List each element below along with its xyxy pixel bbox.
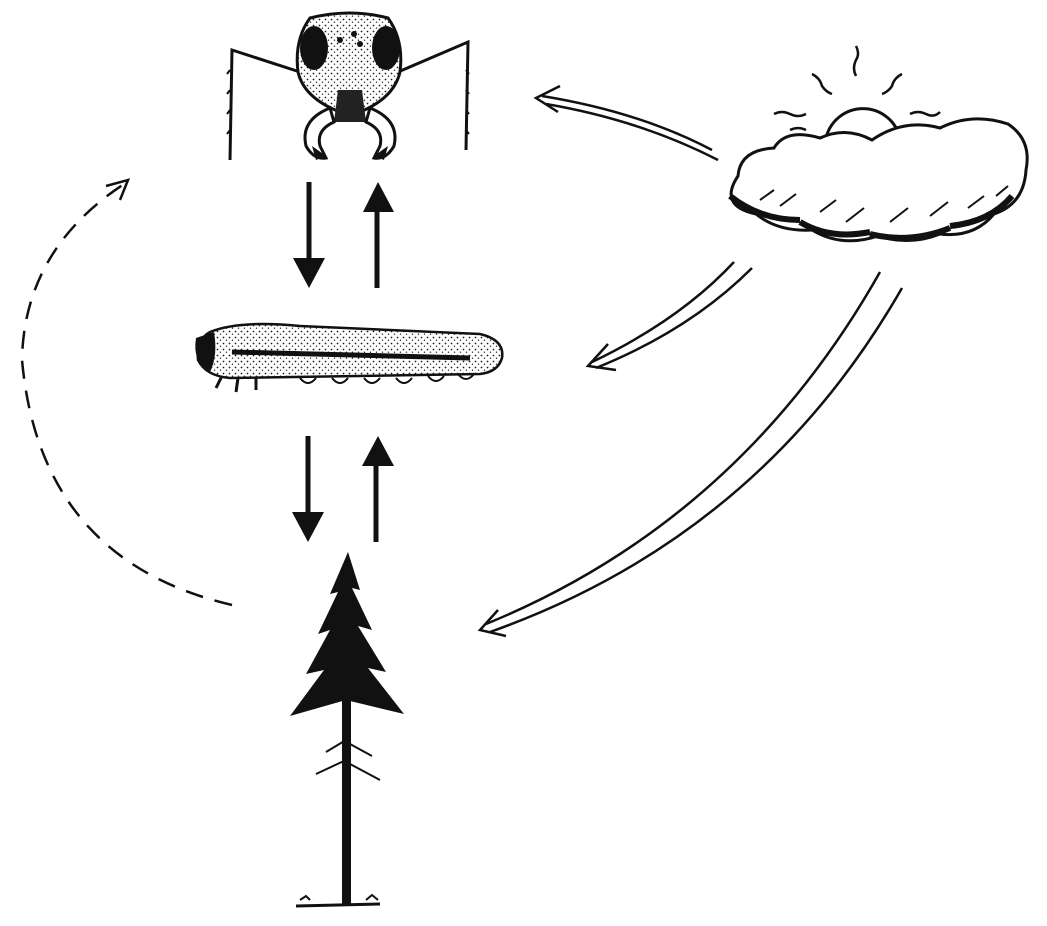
arrow-weather-to-caterpillar xyxy=(588,262,752,370)
arrow-weather-to-tree xyxy=(480,272,902,636)
caterpillar-icon xyxy=(195,324,502,392)
arrow-caterpillar-to-tree xyxy=(292,436,324,542)
arrow-tree-to-caterpillar xyxy=(362,436,394,542)
arrow-caterpillar-to-ant xyxy=(363,182,394,288)
arrow-weather-to-ant xyxy=(536,86,718,160)
arrow-tree-to-ant-dashed xyxy=(22,180,232,605)
sun-and-cloud-icon xyxy=(730,46,1027,241)
ant-head-icon xyxy=(227,13,469,160)
arrow-ant-to-caterpillar xyxy=(293,182,325,288)
spruce-tree-icon xyxy=(290,552,404,906)
